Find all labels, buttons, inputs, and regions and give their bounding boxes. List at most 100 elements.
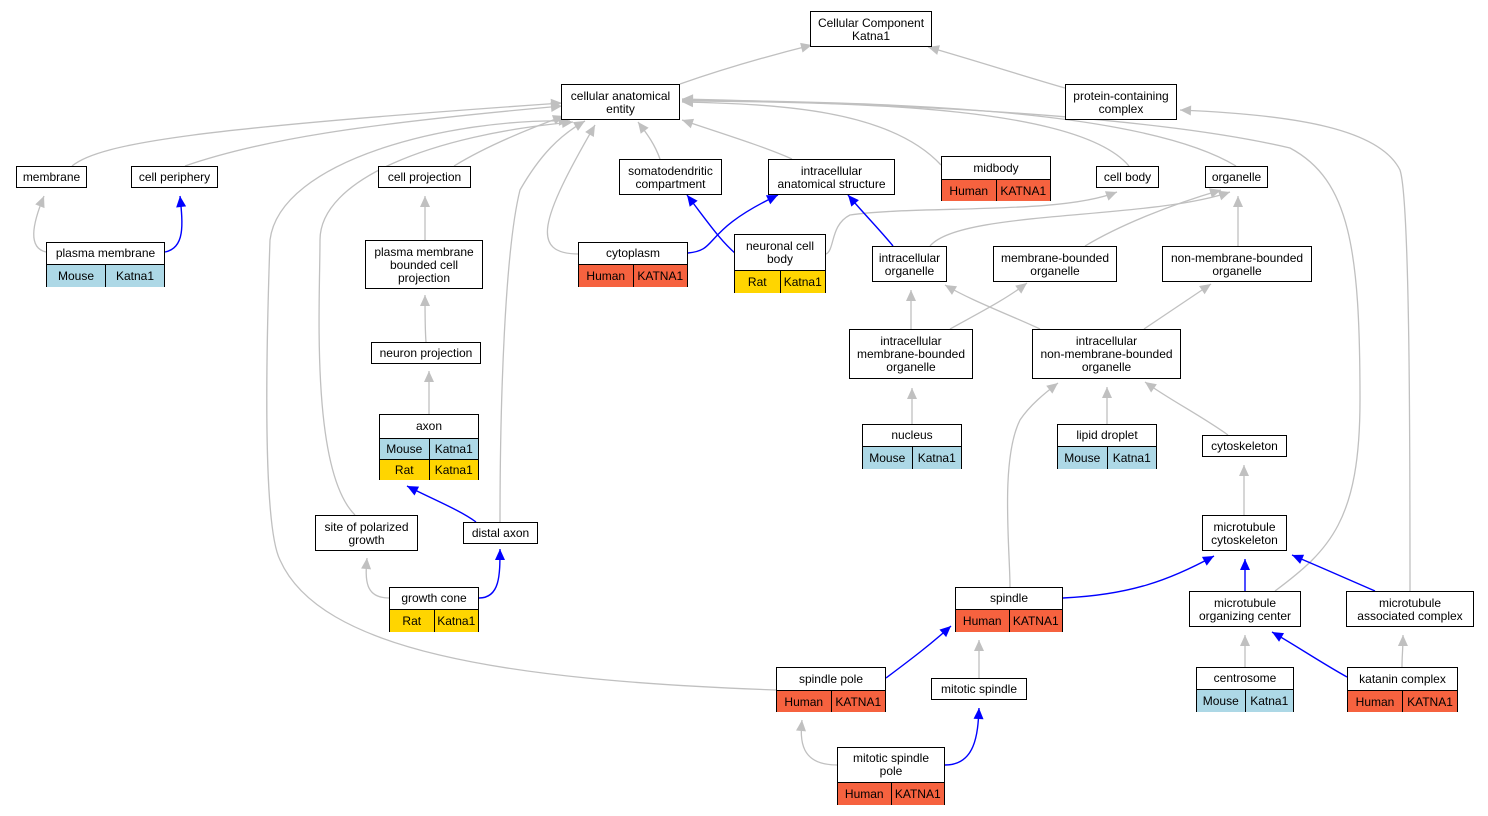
species-cell: Human bbox=[949, 183, 989, 198]
node-label: protein-containing complex bbox=[1073, 88, 1169, 116]
edge-mtoc-to-cae bbox=[681, 98, 1361, 592]
edge-arrowhead bbox=[420, 196, 430, 207]
species-cell: Human bbox=[784, 694, 824, 709]
node-membrane[interactable]: membrane bbox=[16, 166, 87, 188]
node-cc[interactable]: Cellular Component Katna1 bbox=[810, 11, 932, 47]
node-label: plasma membrane bbox=[55, 246, 156, 260]
node-neuron-projection[interactable]: neuron projection bbox=[371, 342, 481, 364]
edge-mtac-to-mt-cyto bbox=[1291, 554, 1376, 592]
edge-spg-to-cae bbox=[318, 121, 574, 516]
node-label: growth cone bbox=[401, 591, 467, 605]
edge-arrowhead bbox=[361, 558, 372, 570]
edge-arrowhead bbox=[796, 720, 806, 732]
node-distal-axon[interactable]: distal axon bbox=[463, 522, 538, 544]
gene-cell: Katna1 bbox=[428, 460, 479, 480]
node-label: lipid droplet bbox=[1076, 428, 1138, 442]
edge-cytoplasm-to-cae bbox=[546, 124, 596, 255]
node-label: spindle pole bbox=[798, 671, 864, 686]
node-label: cell periphery bbox=[138, 170, 211, 184]
gene-cell: KATNA1 bbox=[890, 783, 945, 805]
node-mbo[interactable]: membrane-bounded organelle bbox=[993, 246, 1117, 282]
node-nmbo[interactable]: non-membrane-bounded organelle bbox=[1162, 246, 1312, 282]
node-pcc[interactable]: protein-containing complex bbox=[1065, 84, 1177, 120]
edge-arrowhead bbox=[682, 94, 694, 105]
edge-arrowhead bbox=[420, 295, 431, 307]
edge-arrowhead bbox=[973, 708, 984, 720]
edge-msp-to-spindle-pole bbox=[800, 719, 838, 766]
node-label: intracellular non-membrane-bounded organ… bbox=[1040, 334, 1173, 374]
node-label: plasma membrane bounded cell projection bbox=[374, 244, 474, 285]
node-cytoskeleton[interactable]: cytoskeleton bbox=[1202, 435, 1287, 457]
node-cell-projection[interactable]: cell projection bbox=[378, 166, 471, 188]
edge-arrowhead bbox=[494, 549, 505, 561]
species-cell: Mouse bbox=[1202, 694, 1239, 708]
edge-arrowhead bbox=[572, 121, 585, 131]
node-label: cytoskeleton bbox=[1211, 439, 1278, 453]
edge-arrowhead bbox=[682, 118, 695, 129]
node-mtac[interactable]: microtubule associated complex bbox=[1346, 591, 1474, 627]
edge-membrane-to-cae bbox=[71, 102, 563, 167]
node-somato[interactable]: somatodendritic compartment bbox=[619, 159, 722, 195]
node-organelle[interactable]: organelle bbox=[1205, 166, 1268, 188]
species-cell: Human bbox=[586, 269, 626, 283]
node-mitotic-spindle[interactable]: mitotic spindle bbox=[931, 678, 1027, 700]
node-label: Cellular Component Katna1 bbox=[817, 15, 925, 43]
node-label: nucleus bbox=[891, 428, 933, 442]
gene-cell: Katna1 bbox=[433, 610, 479, 632]
node-pmbcp[interactable]: plasma membrane bounded cell projection bbox=[365, 240, 483, 289]
node-ias[interactable]: intracellular anatomical structure bbox=[768, 159, 895, 195]
node-label: centrosome bbox=[1213, 671, 1277, 685]
species-cell: Mouse bbox=[57, 269, 95, 283]
gene-cell: KATNA1 bbox=[1402, 691, 1457, 712]
edge-ncb-to-cell-body bbox=[825, 191, 1118, 255]
edge-arrowhead bbox=[407, 486, 420, 496]
gene-cell: Katna1 bbox=[779, 271, 826, 293]
node-intra-org[interactable]: intracellular organelle bbox=[872, 246, 947, 282]
node-cell-body[interactable]: cell body bbox=[1096, 166, 1159, 188]
node-cae[interactable]: cellular anatomical entity bbox=[561, 84, 680, 120]
annotation-row: Rat Katna1 bbox=[390, 609, 478, 632]
node-label: mitotic spindle bbox=[940, 682, 1018, 696]
edge-mbo-to-organelle bbox=[1084, 189, 1222, 247]
node-label: cell projection bbox=[387, 170, 462, 184]
node-label: microtubule cytoskeleton bbox=[1211, 519, 1278, 547]
node-imbo[interactable]: intracellular membrane-bounded organelle bbox=[849, 329, 973, 379]
edge-arrowhead bbox=[1240, 635, 1250, 646]
species-cell: Rat bbox=[402, 614, 422, 628]
node-inmbo[interactable]: intracellular non-membrane-bounded organ… bbox=[1032, 329, 1181, 379]
node-mt-cyto[interactable]: microtubule cytoskeleton bbox=[1202, 515, 1287, 551]
gene-cell: KATNA1 bbox=[632, 265, 688, 287]
node-label: spindle bbox=[989, 591, 1029, 605]
node-cell-periphery[interactable]: cell periphery bbox=[131, 166, 218, 188]
edge-arrowhead bbox=[550, 102, 562, 112]
edge-cell-body-to-cae bbox=[681, 100, 1130, 167]
edge-arrowhead bbox=[1145, 382, 1157, 393]
node-spg[interactable]: site of polarized growth bbox=[315, 515, 418, 551]
node-mtoc[interactable]: microtubule organizing center bbox=[1189, 591, 1301, 627]
edge-intra-org-to-organelle bbox=[929, 191, 1231, 247]
edge-pcc-to-cc bbox=[927, 46, 1066, 89]
edge-inmbo-to-intra-org bbox=[944, 284, 1041, 330]
gene-cell: KATNA1 bbox=[830, 691, 886, 712]
edge-arrowhead bbox=[1233, 196, 1243, 207]
species-cell: Human bbox=[844, 787, 884, 801]
edge-arrowhead bbox=[939, 626, 951, 638]
edge-arrowhead bbox=[1201, 556, 1214, 566]
edge-cytoskeleton-to-inmbo bbox=[1144, 381, 1229, 436]
species-cell: Human bbox=[1355, 694, 1395, 709]
